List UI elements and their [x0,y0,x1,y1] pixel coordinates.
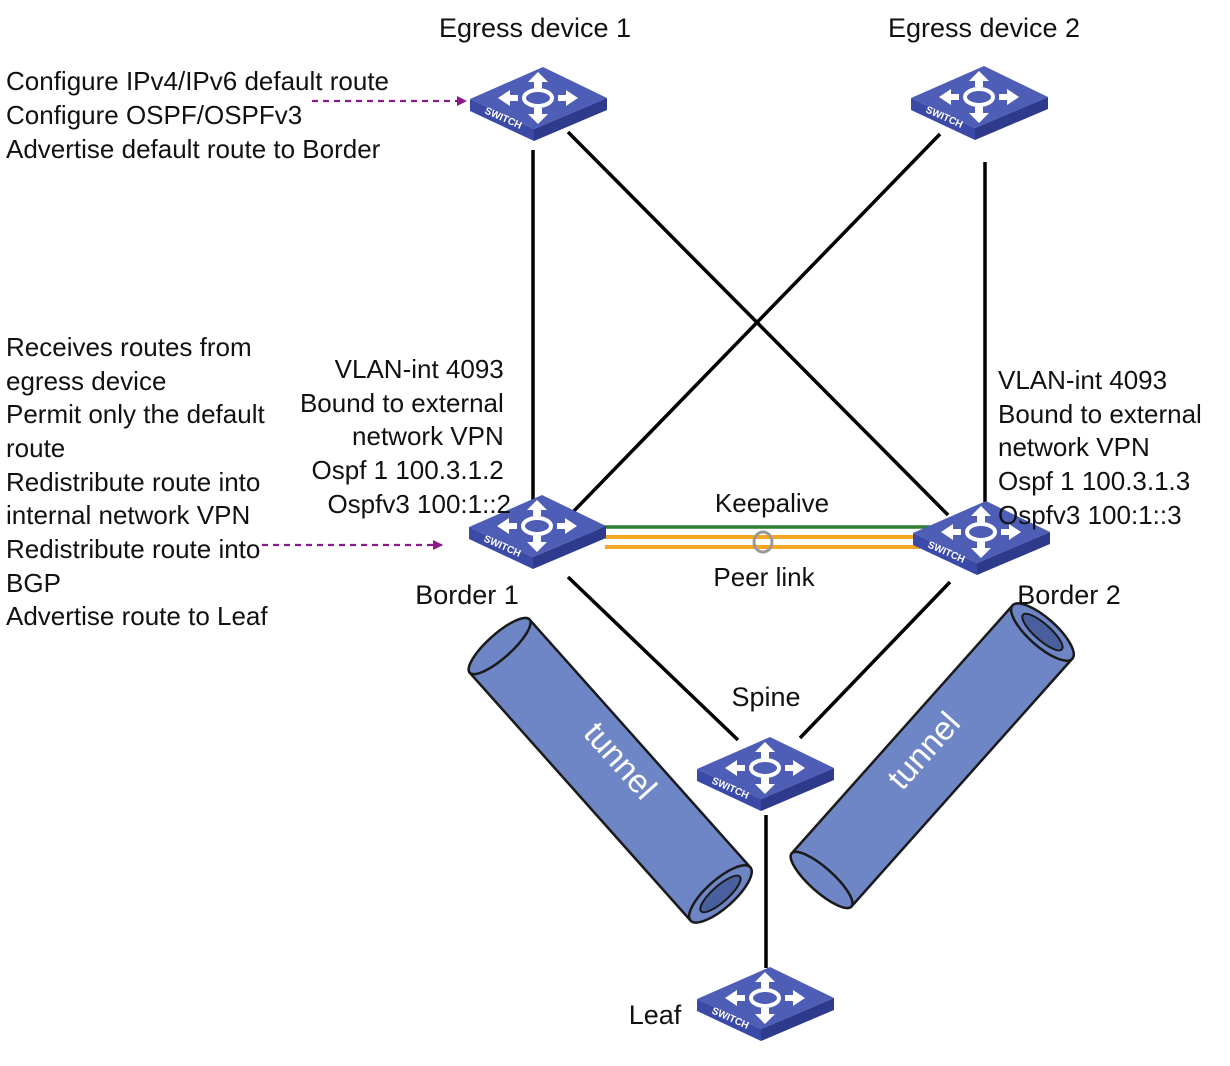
link-border1-spine [566,575,740,742]
switch-egress2[interactable]: SWITCH [909,64,1050,142]
link-egress2-border1 [568,132,942,517]
switch-icon [468,65,609,143]
note-line: BGP [6,568,60,598]
note-line: Redistribute route into [6,534,260,564]
note-line: network VPN [998,432,1150,462]
note-line: Ospfv3 100:1::3 [998,500,1182,530]
border-routes-note: Receives routes from egress device Permi… [6,332,272,631]
spine-label: Spine [731,682,800,712]
note-line: Ospfv3 100:1::2 [327,489,511,519]
egress2-label: Egress device 2 [888,13,1080,43]
switch-egress1[interactable]: SWITCH [468,65,609,143]
egress-config-note: Configure IPv4/IPv6 default route Config… [6,66,396,164]
note-line: internal network VPN [6,500,250,530]
peer-link-label: Peer link [713,562,815,592]
note-line: Advertise default route to Border [6,134,381,164]
leaf-label: Leaf [629,1000,682,1030]
note-line: Configure IPv4/IPv6 default route [6,66,389,96]
border1-iface-note: VLAN-int 4093 Bound to external network … [300,354,511,519]
note-line: network VPN [352,421,504,451]
tunnel-left [467,616,753,924]
links [531,130,987,968]
note-line: Advertise route to Leaf [6,601,268,631]
note-line: VLAN-int 4093 [335,354,504,384]
switch-spine[interactable]: SWITCH [695,735,836,813]
tunnel-right [789,602,1075,910]
link-border2-spine [798,580,952,740]
note-line: Permit only the default [6,399,265,429]
note-line: Bound to external [300,388,504,418]
switch-leaf[interactable]: SWITCH [695,965,836,1043]
note-line: Receives routes from [6,332,252,362]
border1-label: Border 1 [415,580,519,610]
border2-label: Border 2 [1017,580,1121,610]
switch-icon [695,735,836,813]
border2-iface-note: VLAN-int 4093 Bound to external network … [998,365,1209,530]
note-line: egress device [6,366,166,396]
note-line: Bound to external [998,399,1202,429]
switch-icon [909,64,1050,142]
switch-icon [695,965,836,1043]
peer-link-aggregation-icon [752,530,774,554]
note-line: VLAN-int 4093 [998,365,1167,395]
keepalive-label: Keepalive [715,488,829,518]
egress1-label: Egress device 1 [439,13,631,43]
note-line: Configure OSPF/OSPFv3 [6,100,302,130]
note-line: Ospf 1 100.3.1.2 [312,455,504,485]
note-line: route [6,433,65,463]
note-line: Redistribute route into [6,467,260,497]
note-line: Ospf 1 100.3.1.3 [998,466,1190,496]
